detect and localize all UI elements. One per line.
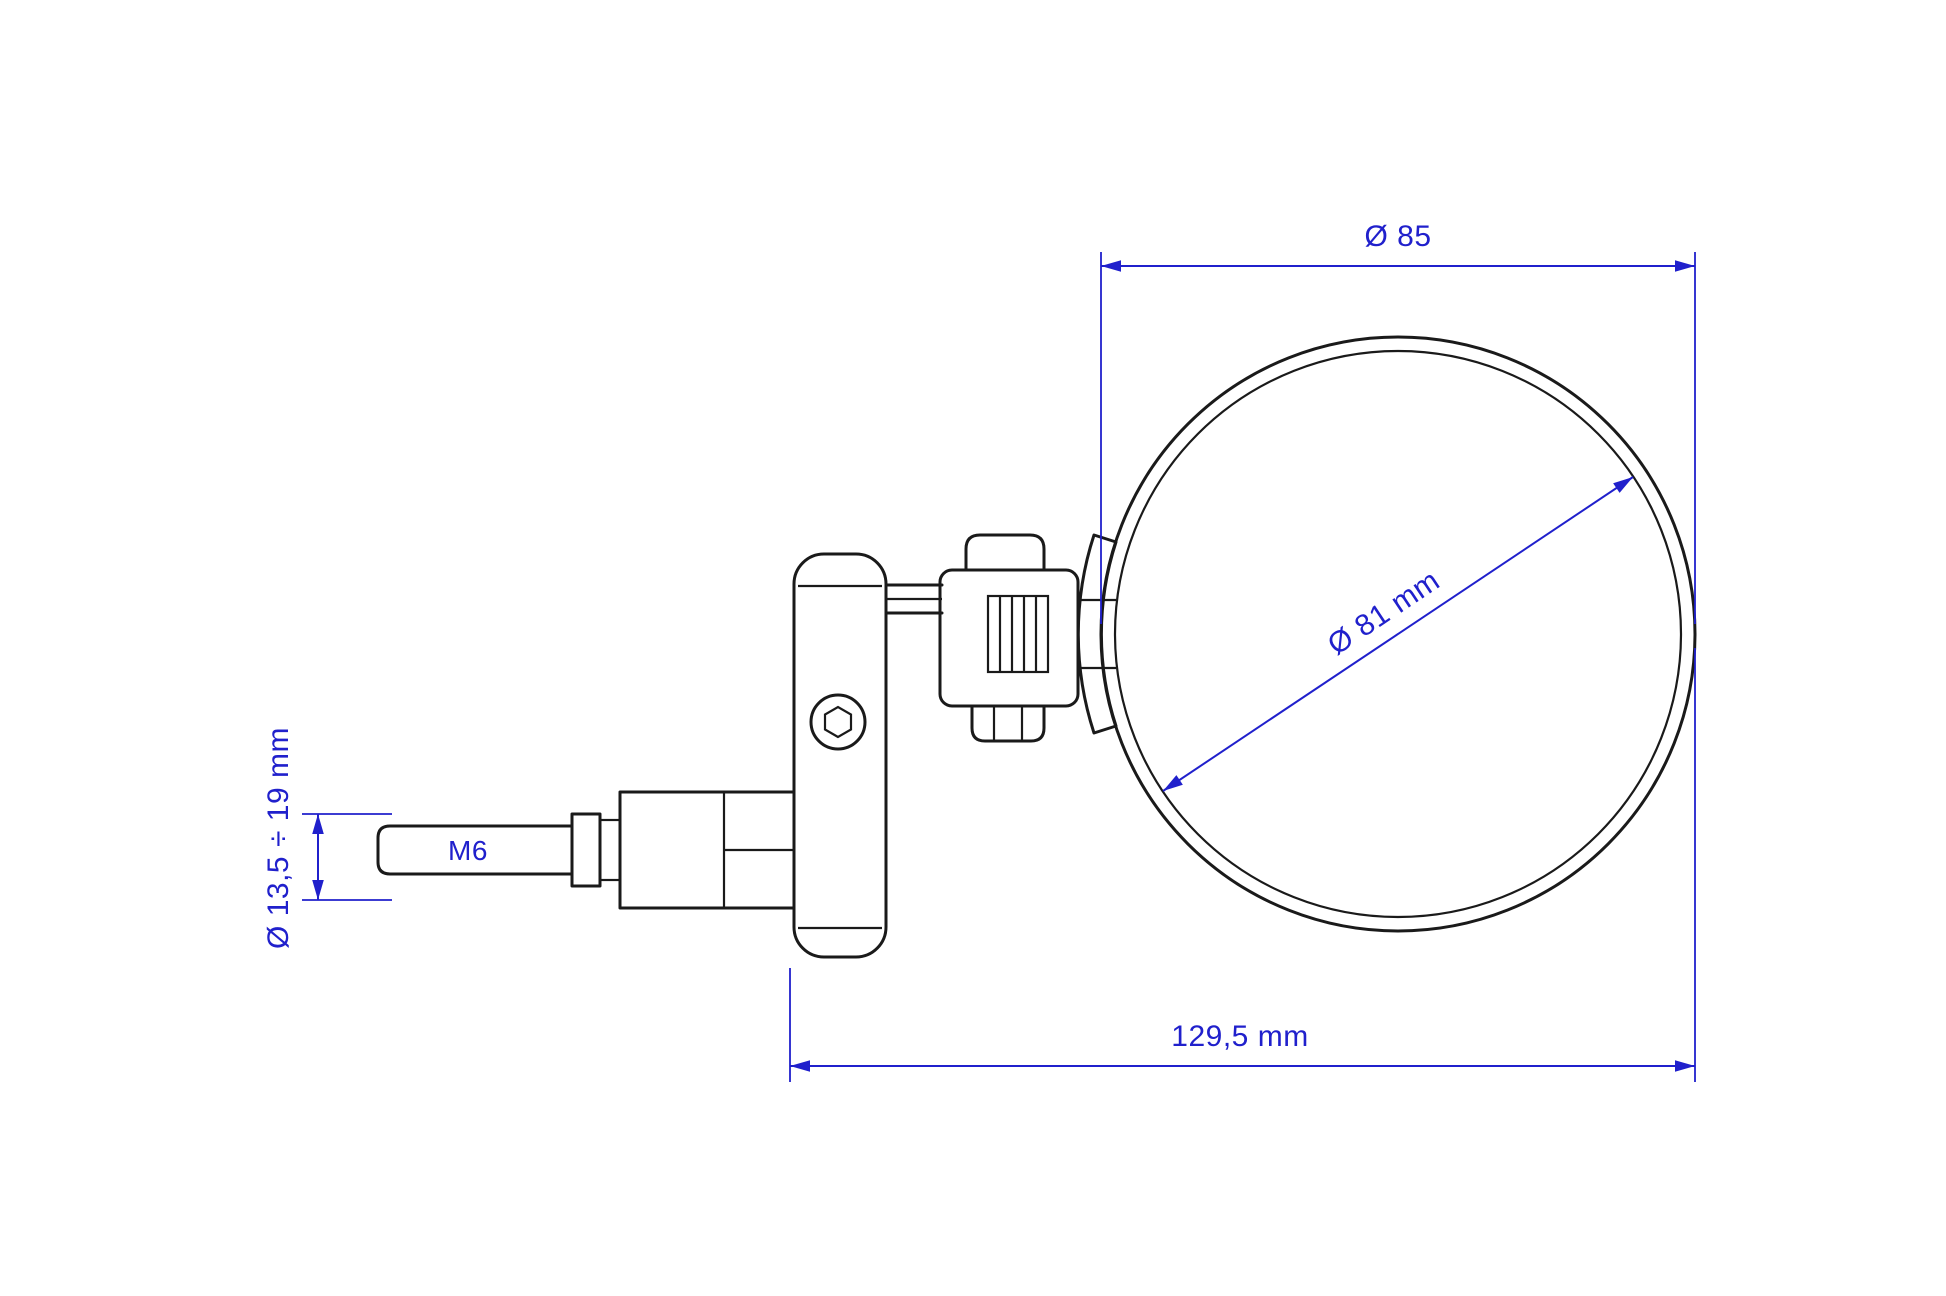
head-outer-diameter-label: Ø 85: [1364, 220, 1431, 253]
pivot-pin: [986, 594, 1050, 674]
threaded-rod: [376, 824, 574, 876]
expander-collar: [570, 812, 602, 888]
dimension-overall-length: 129,5 mm: [789, 648, 1696, 1082]
dimension-mount-diameter-range: Ø 13,5 ÷ 19 mm: [262, 727, 392, 949]
pivot-clevis: [938, 568, 1080, 708]
mount-diameter-range-label: Ø 13,5 ÷ 19 mm: [262, 727, 295, 949]
hex-socket: [823, 705, 853, 739]
dimension-head-outer-diameter: Ø 85: [1100, 220, 1696, 624]
dimension-glass-diameter: Ø 81 mm: [1162, 476, 1634, 792]
mirror-clamp-bracket: [1076, 533, 1118, 735]
thread-label: M6: [448, 835, 488, 866]
overall-length-label: 129,5 mm: [1171, 1020, 1308, 1053]
link-arm: [884, 583, 944, 615]
clamp-screw: [809, 693, 867, 751]
clamp-body: [792, 552, 888, 959]
bar-expander-rod: M6: [376, 790, 796, 910]
pivot-joint: [884, 533, 1080, 743]
pivot-nut: [970, 704, 1046, 743]
glass-diameter-label: Ø 81 mm: [1322, 564, 1446, 662]
mirror-inner-rim: [1113, 349, 1683, 919]
expander-collar-step: [598, 818, 622, 882]
pivot-bolt-head: [964, 533, 1046, 572]
